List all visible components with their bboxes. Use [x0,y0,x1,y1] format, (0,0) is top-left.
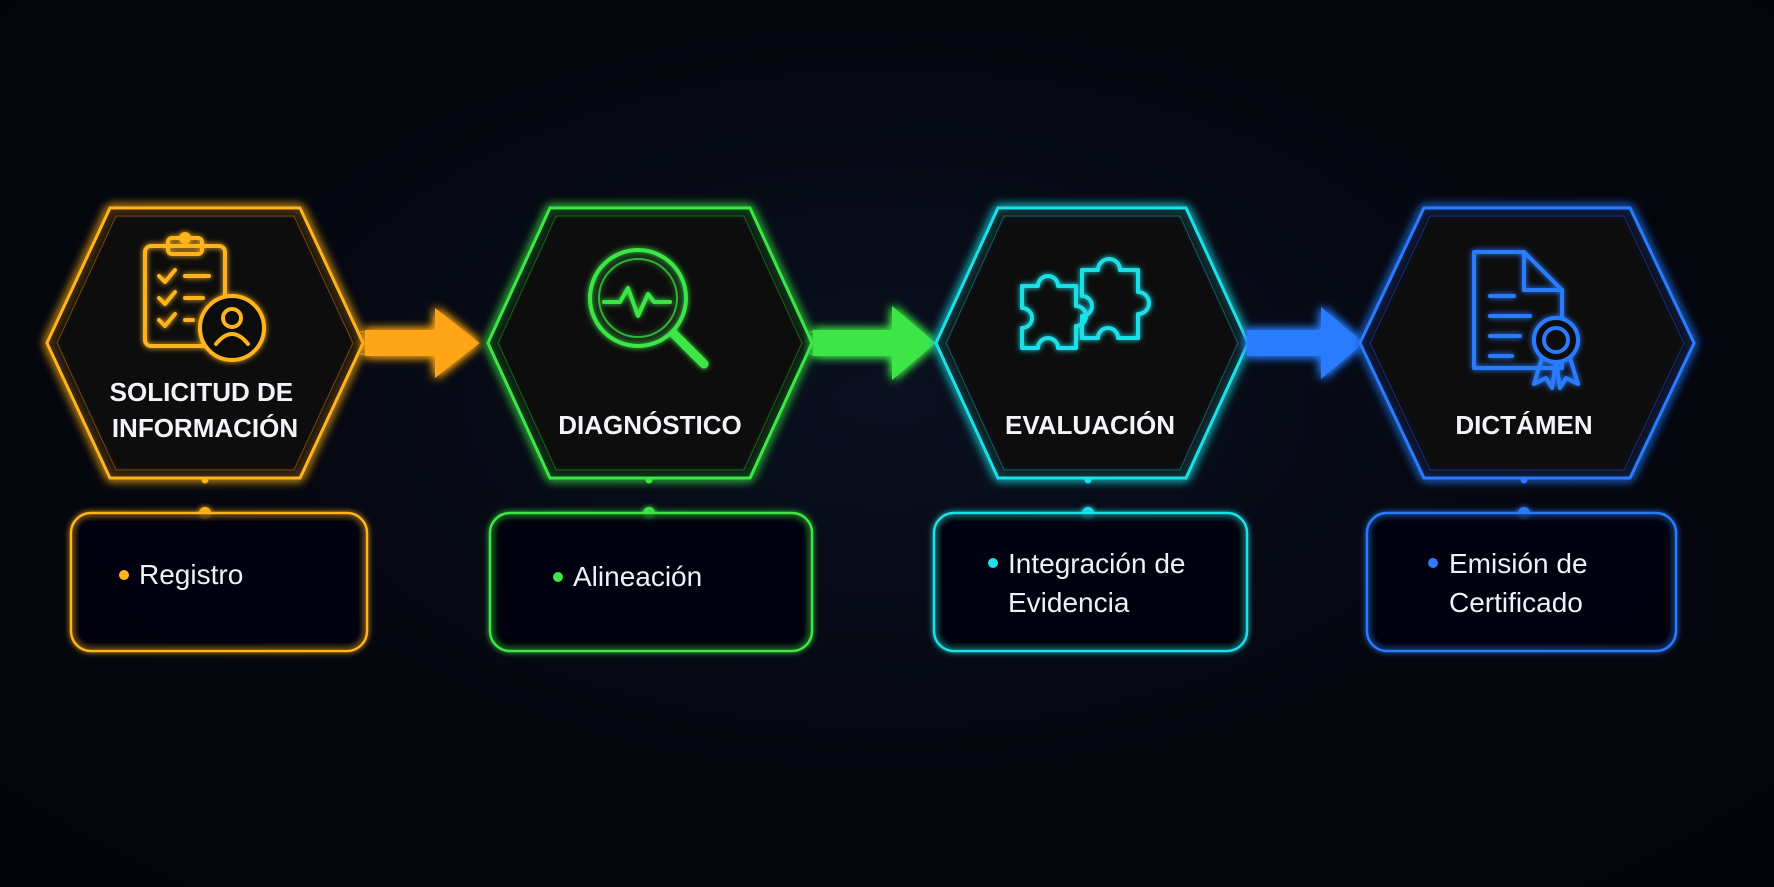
bullet [119,570,129,580]
step-hexagon-inner [497,215,803,471]
puzzle-icon [1020,257,1151,350]
bullet [988,558,998,568]
step-title: SOLICITUD DE INFORMACIÓN [110,377,301,443]
flow-arrow [810,305,936,381]
step-title: DIAGNÓSTICO [558,410,741,440]
step-dictamen: DICTÁMEN Emisión de Certificado [1358,206,1696,653]
bullet [1428,558,1438,568]
step-detail: Emisión de Certificado [1449,548,1595,618]
step-hexagon [1358,206,1696,480]
magnifier-pulse-icon [588,248,709,369]
connector-dot-top [645,476,653,484]
connector-dot-top [201,476,209,484]
step-evaluacion: EVALUACIÓN Integración de Evidencia [932,206,1250,653]
certificate-document-icon [1472,250,1580,390]
step-detail-box [932,511,1249,653]
step-hexagon [934,206,1250,480]
step-title: DICTÁMEN [1455,410,1592,440]
step-solicitud: SOLICITUD DE INFORMACIÓN Registro [45,206,369,653]
step-hexagon-inner [56,215,354,471]
step-detail: Integración de Evidencia [1008,548,1193,618]
step-detail: Alineación [573,561,702,592]
connector-dot-top [1520,476,1528,484]
step-title: EVALUACIÓN [1005,410,1175,440]
step-hexagon-inner [1369,215,1685,471]
flow-arrow [1245,306,1364,380]
step-detail-box [488,511,814,653]
step-detail: Registro [139,559,243,590]
bullet [553,572,563,582]
flow-arrow [360,307,480,379]
clipboard-user-icon [143,232,266,362]
step-detail-box [69,511,369,653]
connector-dot-top [1084,476,1092,484]
step-detail-box [1365,511,1678,653]
step-diagnostico: DIAGNÓSTICO Alineación [486,206,814,653]
step-hexagon-inner [945,215,1239,471]
